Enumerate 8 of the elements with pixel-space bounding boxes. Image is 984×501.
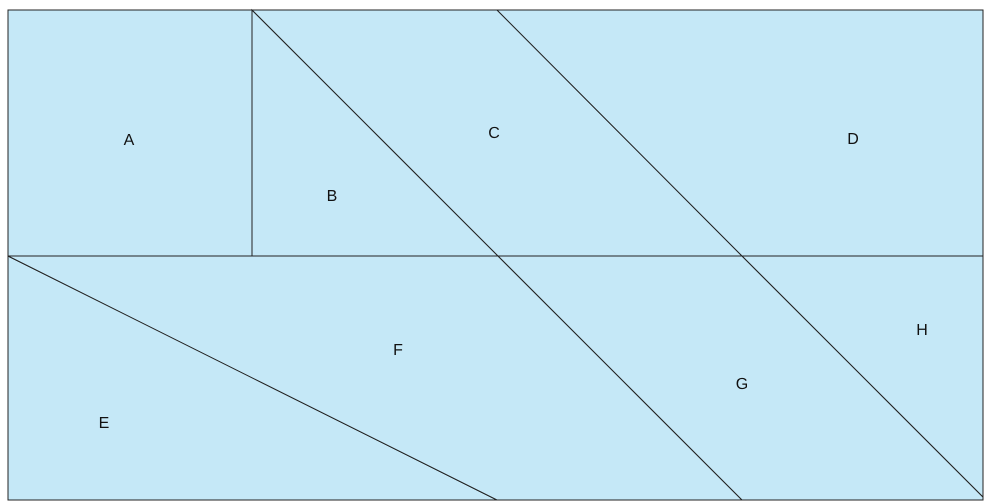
region-label: E xyxy=(98,416,110,432)
region-label: A xyxy=(124,133,134,149)
region-label: G xyxy=(736,377,748,393)
region-label: D xyxy=(847,132,859,148)
region-label: B xyxy=(326,189,338,205)
region-label: C xyxy=(488,126,500,142)
region-label: F xyxy=(393,343,403,359)
region-label: H xyxy=(916,323,928,339)
